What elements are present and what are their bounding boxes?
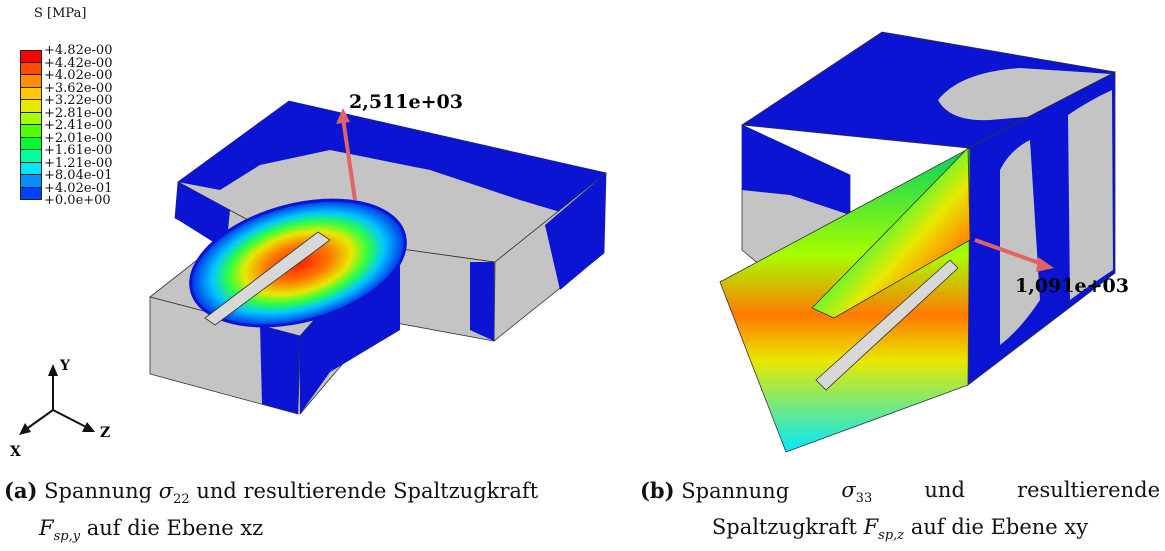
caption-a-line2: Fsp,y auf die Ebene xz xyxy=(4,514,584,551)
legend-value-label: +0.0e+00 xyxy=(44,193,111,208)
caption-b-line2: Spaltzugkraft Fsp,z auf die Ebene xy xyxy=(640,513,1160,550)
block-a-left-wall-blue xyxy=(175,182,230,250)
legend-swatch xyxy=(20,62,42,75)
legend-value-label: +2.81e-00 xyxy=(44,105,113,121)
axis-label-z: Z xyxy=(100,425,110,441)
caption-b-mid: und xyxy=(924,478,965,502)
legend-swatch xyxy=(20,100,42,113)
force-arrowhead-a xyxy=(336,108,350,124)
block-a-right-face-blue xyxy=(545,173,606,290)
caption-a-symbol-sub: 22 xyxy=(173,492,190,508)
legend-value-label: +1.21e-00 xyxy=(44,155,113,171)
caption-a-symbol: σ xyxy=(158,479,174,503)
legend-swatch xyxy=(20,50,42,63)
axis-label-x: X xyxy=(10,444,21,460)
legend-value-label: +3.62e-00 xyxy=(44,80,113,96)
legend-value-label: +4.02e-00 xyxy=(44,68,113,83)
axis-label-y: Y xyxy=(59,358,71,374)
legend-value-label: +3.22e-00 xyxy=(44,93,113,108)
force-arrowhead-b xyxy=(1036,257,1054,272)
caption-b-line2-pre: Spaltzugkraft xyxy=(711,515,857,540)
axis-triad xyxy=(19,364,95,435)
legend-swatch xyxy=(20,125,42,138)
figure-b-model xyxy=(719,31,1117,453)
caption-a-line1: (a) Spannung σ22 und resultierende Spalt… xyxy=(4,476,584,514)
legend-swatch xyxy=(20,162,42,175)
caption-b-force-symbol: F xyxy=(863,515,879,540)
caption-a-pre: Spannung xyxy=(44,479,153,503)
caption-b-symbol-sub: 33 xyxy=(855,491,873,507)
caption-a: (a) Spannung σ22 und resultierende Spalt… xyxy=(4,476,584,551)
block-b-slab-side xyxy=(811,147,971,319)
legend-swatch xyxy=(20,75,42,88)
caption-a-label: (a) xyxy=(4,478,38,503)
fem-figure-canvas: 2,511e+03 1,091e+03 Y Z X xyxy=(10,31,1129,460)
legend-swatch xyxy=(20,112,42,125)
legend-swatch xyxy=(20,137,42,150)
block-b-right-gray-1 xyxy=(1000,140,1040,345)
legend-value-label: +4.82e-00 xyxy=(44,43,113,58)
figure-a-model xyxy=(149,100,607,416)
block-a-inner-face-blue xyxy=(300,258,400,414)
caption-b-line2-post: auf die Ebene xy xyxy=(910,515,1089,540)
legend-title: S [MPa] xyxy=(34,6,87,21)
block-a-front-face-blue xyxy=(260,325,300,414)
block-a-right-blue-patch xyxy=(470,262,494,341)
caption-b-label: (b) xyxy=(640,478,675,503)
slot-a xyxy=(204,231,331,326)
legend-value-label: +4.02e-01 xyxy=(44,180,113,196)
legend-swatch xyxy=(20,187,42,200)
caption-b-symbol: σ xyxy=(841,478,856,502)
caption-b: (b) Spannung σ33 und resultierende Spalt… xyxy=(640,476,1160,550)
legend-swatch xyxy=(20,150,42,163)
caption-a-force-symbol: F xyxy=(39,516,54,541)
block-a-top-blue-band xyxy=(178,101,606,212)
block-b-left-face-blue xyxy=(742,125,850,215)
legend-value-label: +4.42e-00 xyxy=(44,55,113,71)
legend-value-label: +2.41e-00 xyxy=(44,118,113,133)
legend-swatch xyxy=(20,87,42,100)
caption-a-line2-post: auf die Ebene xz xyxy=(86,516,264,541)
caption-b-force-sub: sp,z xyxy=(878,528,905,544)
legend-value-label: +2.01e-00 xyxy=(44,130,113,146)
caption-a-force-sub: sp,y xyxy=(53,529,81,545)
block-b-right-gray-2 xyxy=(1068,90,1113,300)
force-arrow-b xyxy=(974,238,1043,266)
color-legend: +4.82e-00+4.42e-00+4.02e-00+3.62e-00+3.2… xyxy=(20,44,230,244)
force-label-a: 2,511e+03 xyxy=(349,91,463,113)
caption-b-post: resultierende xyxy=(1017,478,1160,502)
legend-value-label: +1.61e-00 xyxy=(44,143,113,158)
force-label-b: 1,091e+03 xyxy=(1015,275,1129,297)
slot-b xyxy=(815,259,959,391)
legend-value-label: +8.04e-01 xyxy=(44,168,113,183)
caption-a-post: und resultierende Spaltzugkraft xyxy=(196,479,539,503)
caption-b-pre: Spannung xyxy=(681,479,790,503)
force-arrow-a xyxy=(341,117,357,201)
legend-swatch xyxy=(20,175,42,188)
caption-b-line1: (b) Spannung σ33 und resultierende xyxy=(640,476,1160,513)
